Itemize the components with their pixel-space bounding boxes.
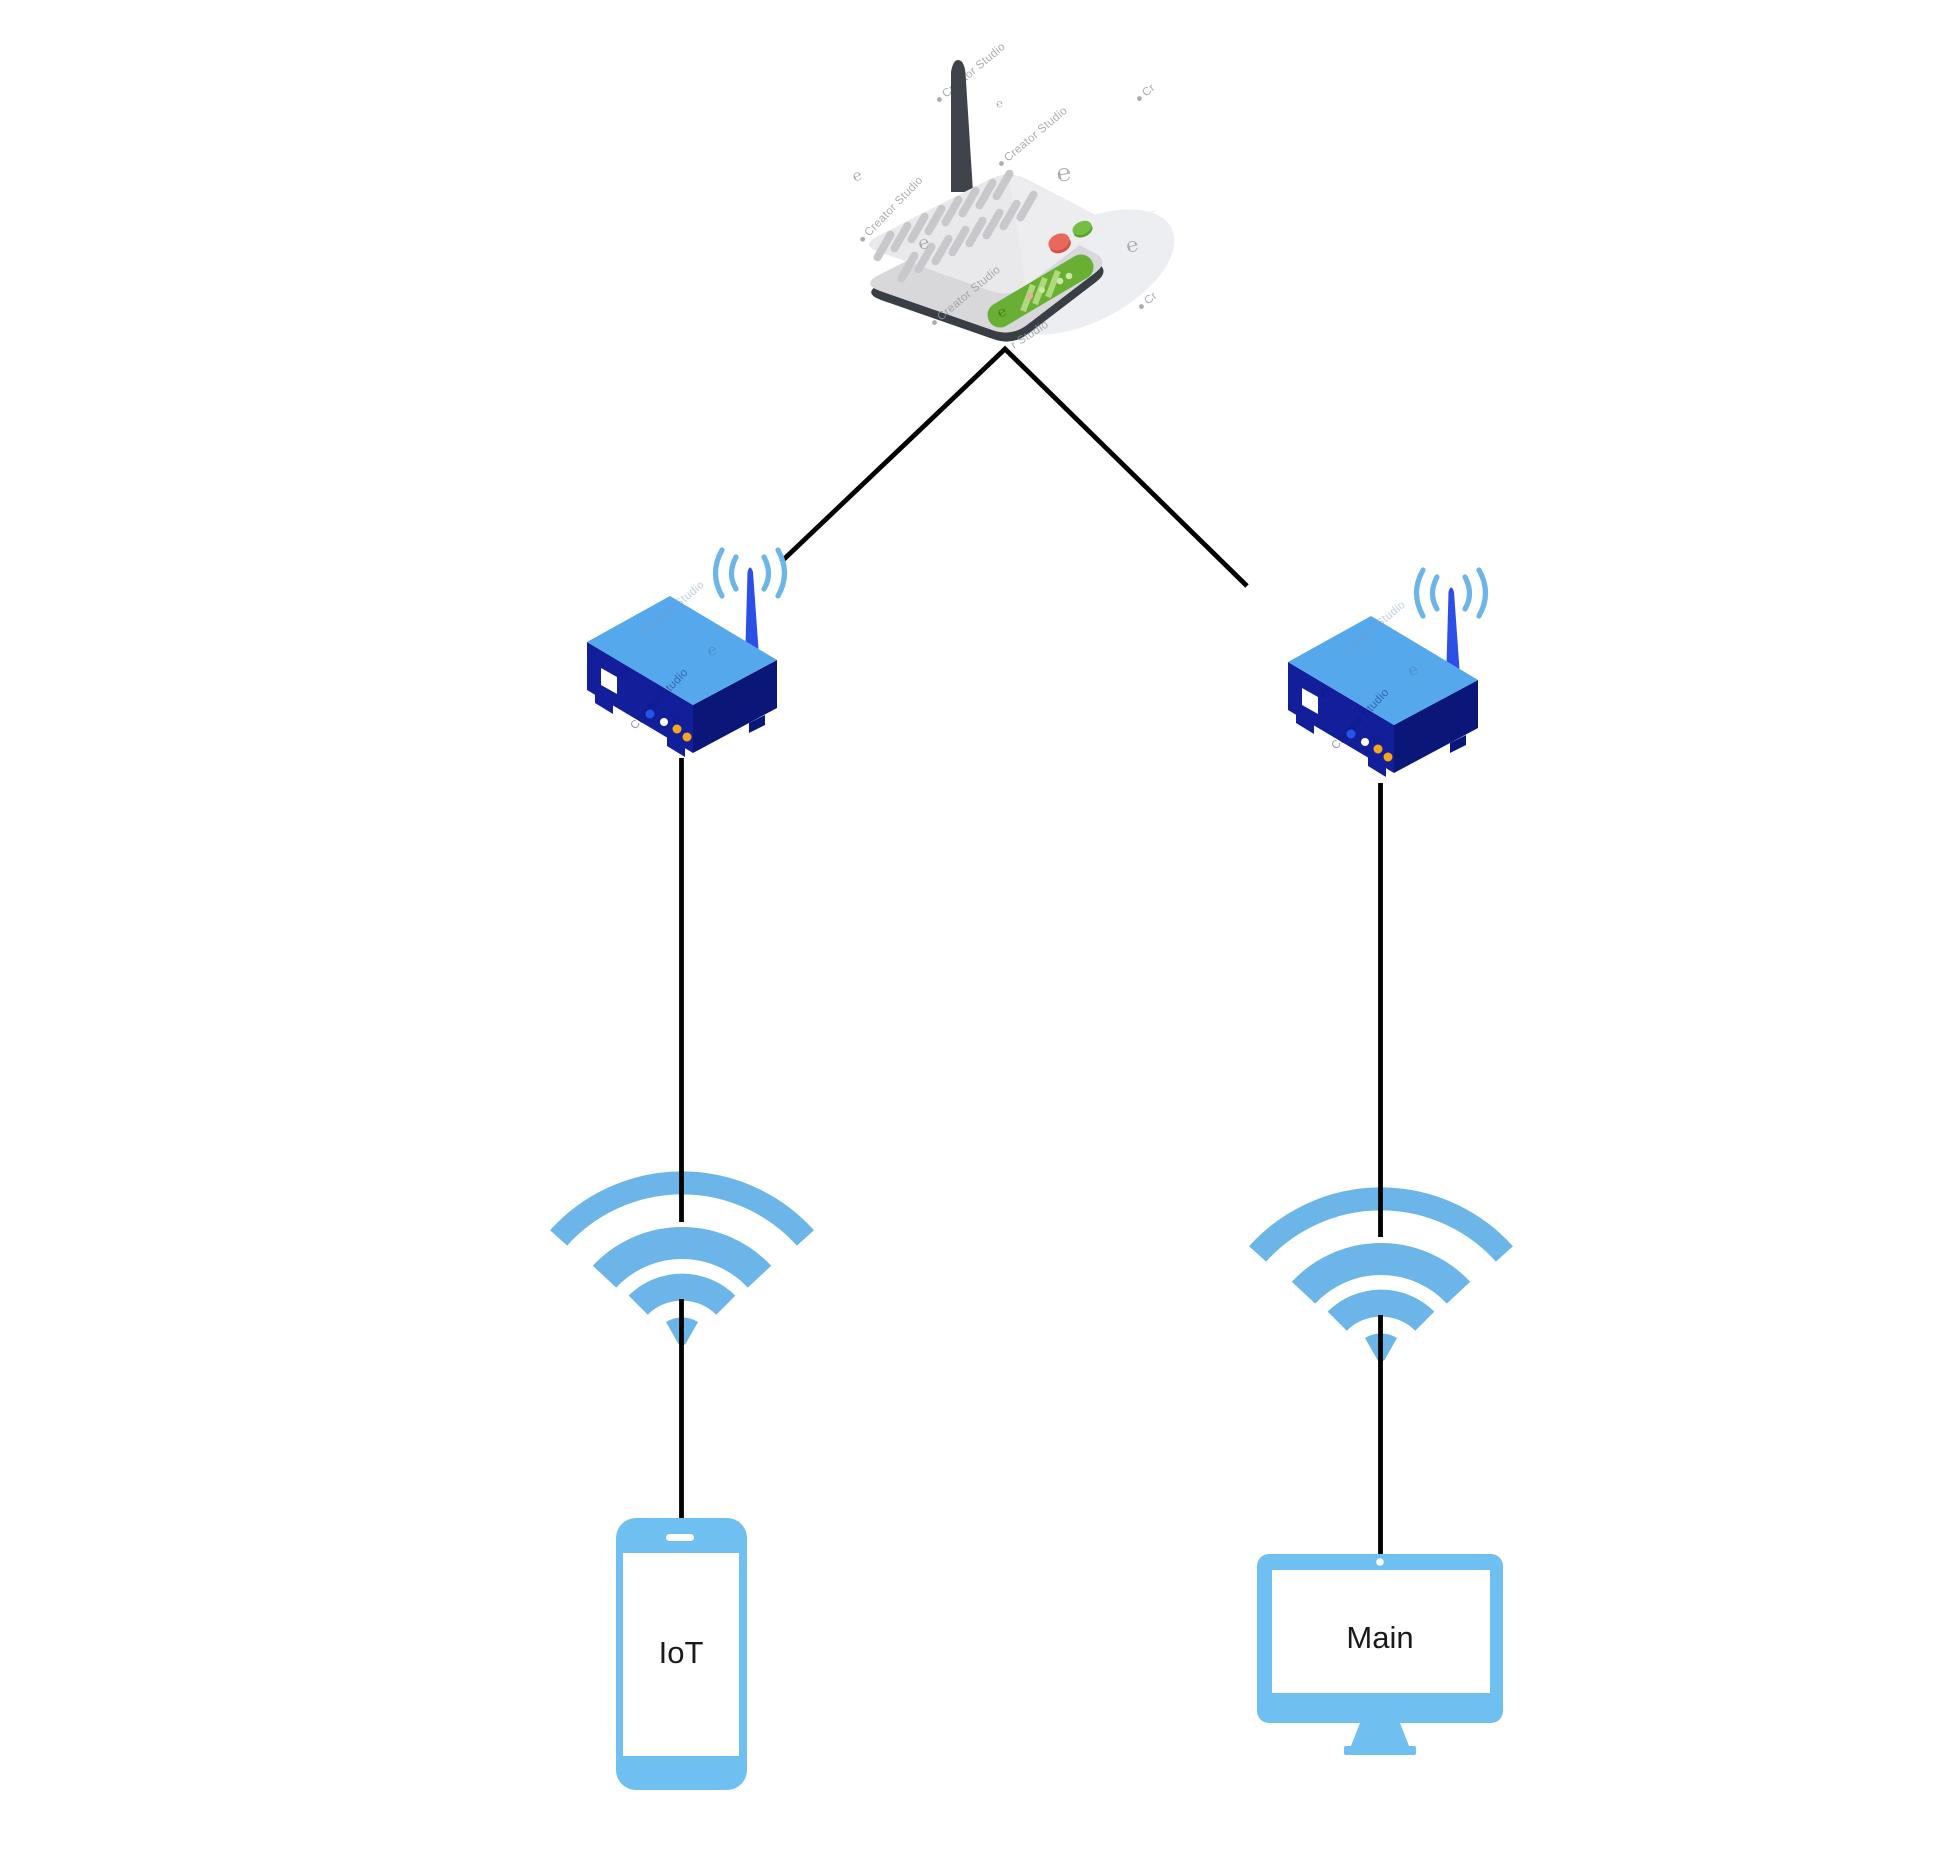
monitor-base (1344, 1746, 1416, 1755)
watermark-text: Creator Studio (1002, 105, 1070, 165)
led-dot (1039, 287, 1045, 293)
brand-logo-icon: ℮ (1054, 159, 1073, 188)
apple-logo-icon (860, 236, 866, 242)
phone-node[interactable]: IoT (616, 1518, 747, 1790)
connector-lines (679, 345, 1383, 1555)
monitor-screen (1272, 1570, 1490, 1693)
apple-logo-icon (1139, 304, 1144, 309)
modem-antenna (951, 60, 973, 192)
router-right[interactable] (1288, 570, 1486, 777)
led-dot (1056, 277, 1064, 285)
watermark-text: Creator Studio (940, 41, 1008, 101)
monitor-label: Main (1346, 1620, 1413, 1655)
apple-logo-icon (1137, 96, 1142, 101)
monitor-node[interactable]: Main (1257, 1554, 1503, 1755)
brand-logo-icon: ℮ (1124, 233, 1141, 257)
router-left[interactable] (587, 550, 785, 757)
edge-modem-to-routers (779, 345, 1249, 588)
phone-speaker (666, 1534, 694, 1541)
modem-vents (873, 169, 1038, 283)
modem-led-panel: ℮ (987, 254, 1094, 328)
brand-logo-icon: ℮ (995, 97, 1005, 110)
apple-logo-icon (932, 320, 937, 325)
apple-logo-icon (999, 161, 1004, 166)
watermark-text: Cr (1140, 82, 1157, 99)
monitor-stand (1351, 1723, 1409, 1746)
watermark: Creator Studio (937, 41, 1008, 102)
modem-gateway[interactable]: Creator Studio (850, 41, 1195, 361)
led-dot (1065, 272, 1073, 280)
brand-logo-icon: ℮ (916, 232, 932, 254)
monitor-camera-dot (1376, 1558, 1384, 1566)
apple-logo-icon (937, 97, 942, 102)
led-dot (1027, 293, 1033, 299)
phone-label: IoT (659, 1635, 704, 1670)
modem-power-button[interactable] (1046, 230, 1074, 256)
brand-logo-icon: ℮ (850, 166, 865, 185)
watermark-text: Cr (1142, 290, 1159, 307)
modem-status-button[interactable] (1070, 218, 1095, 240)
phone-screen (623, 1553, 739, 1756)
